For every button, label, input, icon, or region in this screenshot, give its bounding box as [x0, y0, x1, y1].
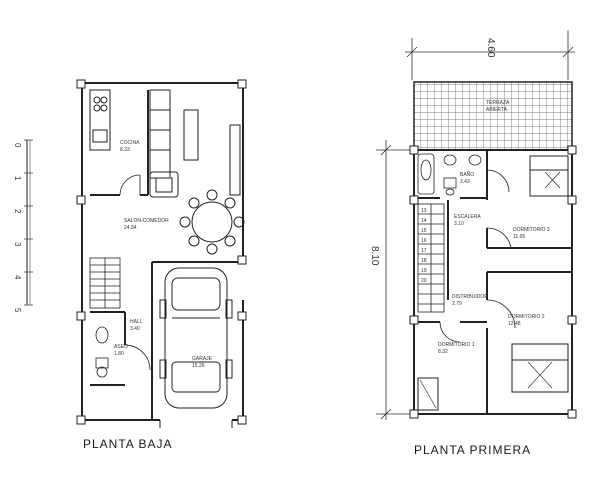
label-distributor: DISTRIBUIDOR: [452, 294, 488, 300]
label-living: SALON-COMEDOR: [124, 218, 169, 224]
bath-fixtures: [417, 153, 482, 196]
stair-number: 15: [421, 228, 427, 234]
depth-dimension-label: 8.10: [369, 246, 380, 266]
first-stairs: [417, 203, 445, 313]
label-stairs: ESCALERA: [454, 214, 481, 220]
stair-numbers: 13 14 15 16 17 18 19 20: [421, 208, 427, 284]
area-living: 24.84: [124, 225, 137, 231]
hall-door: [124, 344, 151, 371]
terrace-tiles: [413, 81, 573, 151]
dorm1-door: [439, 321, 461, 343]
kitchen-door: [119, 174, 141, 196]
label-hall: HALL: [130, 319, 143, 325]
area-dorm2: 12.48: [508, 321, 521, 327]
ground-floor-labels: COCINA 8.33 SALON-COMEDOR 24.84 HALL 3.4…: [114, 140, 213, 369]
stair-number: 17: [421, 248, 427, 254]
area-terrace: ABIERTA: [486, 107, 508, 113]
area-stairs: 3.10: [454, 221, 464, 227]
stair-number: 19: [421, 268, 427, 274]
pillars: [76, 79, 247, 425]
stair-number: 14: [421, 218, 427, 224]
first-floor-walls: [413, 149, 573, 415]
kitchen-counter: [89, 89, 171, 179]
ground-stairs: [89, 257, 121, 309]
ground-floor-caption: PLANTA BAJA: [83, 437, 173, 451]
area-distributor: 2.79: [452, 301, 462, 307]
scale-tick-2: 2: [13, 209, 22, 214]
width-dimension-label: 4.60: [485, 38, 496, 58]
label-dorm1: DORMITORIO 1: [438, 342, 475, 348]
scale-bar: 0 1 2 3 4 5: [13, 139, 33, 313]
area-bath: 3.43: [460, 179, 470, 185]
label-wc: ASEO: [114, 344, 128, 350]
width-dimension: [405, 30, 575, 80]
dorm2-door: [486, 299, 516, 329]
area-hall: 3.40: [130, 326, 140, 332]
stair-number: 16: [421, 238, 427, 244]
ground-floor-plan: [76, 79, 247, 428]
dorm1-furniture: [417, 377, 439, 411]
dorm3-bed: [529, 155, 569, 197]
label-dorm3: DORMITORIO 3: [513, 227, 550, 233]
depth-dimension: [376, 140, 410, 420]
first-floor-caption: PLANTA PRIMERA: [414, 443, 532, 457]
car: [159, 267, 233, 409]
stair-number: 13: [421, 208, 427, 214]
bath-door: [486, 169, 510, 193]
stair-number: 18: [421, 258, 427, 264]
area-dorm3: 11.05: [513, 234, 525, 240]
label-kitchen: COCINA: [120, 140, 140, 146]
label-bath: BAÑO: [460, 171, 474, 178]
first-floor-pillars: [409, 145, 577, 419]
dorm3-door: [486, 227, 512, 249]
area-kitchen: 8.33: [120, 147, 130, 153]
stair-number: 20: [421, 278, 427, 284]
area-dorm1: 8.32: [438, 349, 448, 355]
living-furniture: [149, 109, 245, 255]
scale-tick-3: 3: [13, 242, 22, 247]
first-floor-labels: TERRAZA ABIERTA BAÑO 3.43 ESCALERA 3.10 …: [438, 100, 550, 355]
scale-tick-0: 0: [13, 143, 22, 148]
label-garage: GARAJE: [192, 356, 213, 362]
label-terrace: TERRAZA: [486, 100, 510, 106]
first-floor-plan: [409, 81, 577, 419]
area-wc: 1.80: [114, 351, 124, 357]
scale-tick-4: 4: [13, 275, 22, 280]
label-dorm2: DORMITORIO 2: [508, 314, 545, 320]
dorm2-bed: [511, 343, 569, 393]
scale-tick-5: 5: [13, 308, 22, 313]
area-garage: 15.26: [192, 363, 205, 369]
wc-fixtures: [95, 326, 109, 378]
scale-tick-1: 1: [13, 176, 22, 181]
